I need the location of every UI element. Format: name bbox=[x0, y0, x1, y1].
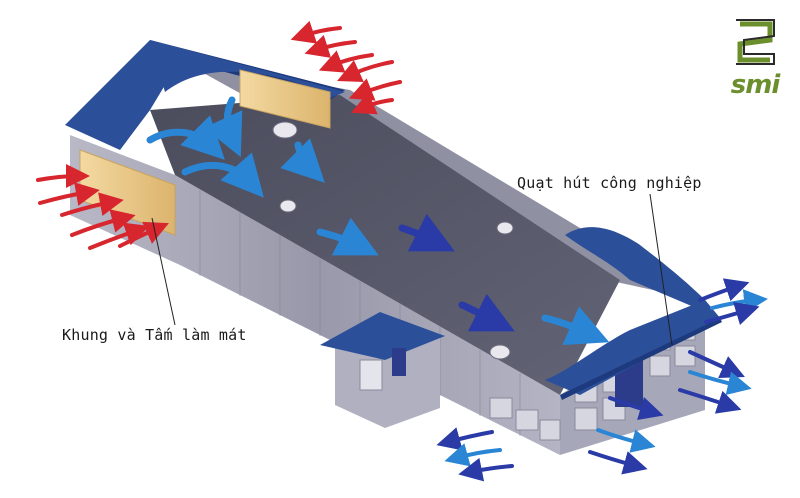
control-room bbox=[320, 312, 445, 428]
logo-text: smi bbox=[730, 70, 780, 100]
blue-exhaust-arrow-icon-front bbox=[436, 427, 514, 482]
red-air-arrow-icon bbox=[36, 164, 169, 250]
blue-exhaust-arrow-icon bbox=[588, 278, 768, 475]
logo-mark-icon bbox=[736, 19, 775, 65]
blue-air-arrow-icon bbox=[146, 96, 610, 346]
leader-lines bbox=[151, 193, 673, 346]
cooling-pad-label: Khung và Tấm làm mát bbox=[62, 326, 247, 344]
red-air-arrow-icon-top bbox=[290, 20, 402, 115]
roof bbox=[65, 40, 722, 400]
smi-logo: smi bbox=[718, 10, 792, 106]
cooling-pad-back bbox=[239, 69, 331, 129]
navy-air-arrow-icon bbox=[398, 213, 515, 332]
fan-icon bbox=[272, 121, 514, 360]
exhaust-fan-label: Quạt hút công nghiệp bbox=[517, 174, 702, 192]
front-louvers bbox=[489, 397, 561, 441]
